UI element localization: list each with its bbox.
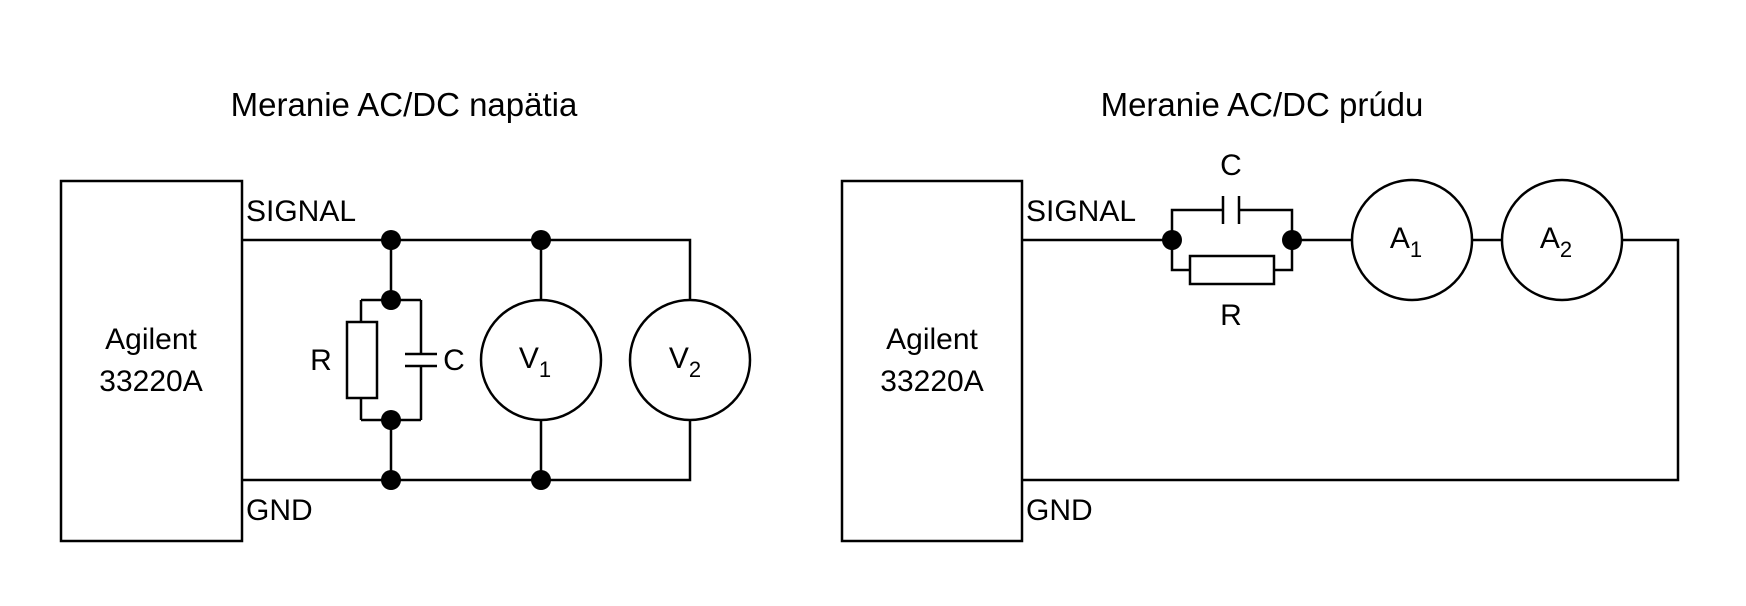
right-title: Meranie AC/DC prúdu xyxy=(1101,86,1424,123)
ammeter-1-circle xyxy=(1350,178,1474,302)
left-resistor xyxy=(345,320,379,400)
voltmeter-1-circle xyxy=(479,298,603,422)
right-capacitor xyxy=(1221,196,1241,224)
right-generator-model: 33220A xyxy=(880,365,983,398)
left-signal-node-1 xyxy=(381,230,401,250)
left-gnd-wire xyxy=(242,420,692,482)
voltage-measurement-circuit: Meranie AC/DC napätia Agilent 33220A SIG… xyxy=(59,86,752,543)
ammeter-1: A1 xyxy=(1350,178,1474,302)
left-resistor-label: R xyxy=(310,344,332,377)
right-cr-branch: C R xyxy=(1162,149,1302,332)
right-return-wire xyxy=(1022,238,1680,482)
voltmeter-2-symbol: V2 xyxy=(669,342,701,382)
current-measurement-circuit: Meranie AC/DC prúdu Agilent 33220A SIGNA… xyxy=(840,86,1680,543)
left-rc-top-node xyxy=(381,290,401,310)
voltmeter-1: V1 xyxy=(479,240,603,480)
left-gnd-label: GND xyxy=(246,494,313,527)
right-signal-label: SIGNAL xyxy=(1026,195,1136,228)
right-gnd-label: GND xyxy=(1026,494,1093,527)
voltmeter-2-circle xyxy=(628,298,752,422)
left-title: Meranie AC/DC napätia xyxy=(231,86,578,123)
right-cr-right-node xyxy=(1282,230,1302,250)
left-rc-bottom-node xyxy=(381,410,401,430)
right-resistor-label: R xyxy=(1220,299,1242,332)
left-generator-box xyxy=(59,179,244,543)
right-resistor xyxy=(1188,254,1276,286)
right-generator-name: Agilent xyxy=(886,323,978,356)
left-capacitor xyxy=(405,352,437,368)
ammeter-2: A2 xyxy=(1500,178,1624,302)
left-gnd-node-1 xyxy=(381,470,401,490)
right-cr-left-node xyxy=(1162,230,1182,250)
left-gnd-node-2 xyxy=(531,470,551,490)
right-generator-box xyxy=(840,179,1024,543)
ammeter-1-symbol: A1 xyxy=(1390,222,1422,262)
ammeter-2-circle xyxy=(1500,178,1624,302)
left-rc-branch: R C xyxy=(310,240,465,480)
left-generator-name: Agilent xyxy=(105,323,197,356)
left-generator-model: 33220A xyxy=(99,365,202,398)
ammeter-2-symbol: A2 xyxy=(1540,222,1572,262)
left-signal-wire xyxy=(242,238,692,300)
left-signal-node-2 xyxy=(531,230,551,250)
left-capacitor-label: C xyxy=(443,344,465,377)
voltmeter-2: V2 xyxy=(628,298,752,422)
right-capacitor-label: C xyxy=(1220,149,1242,182)
left-signal-label: SIGNAL xyxy=(246,195,356,228)
voltmeter-1-symbol: V1 xyxy=(519,342,551,382)
